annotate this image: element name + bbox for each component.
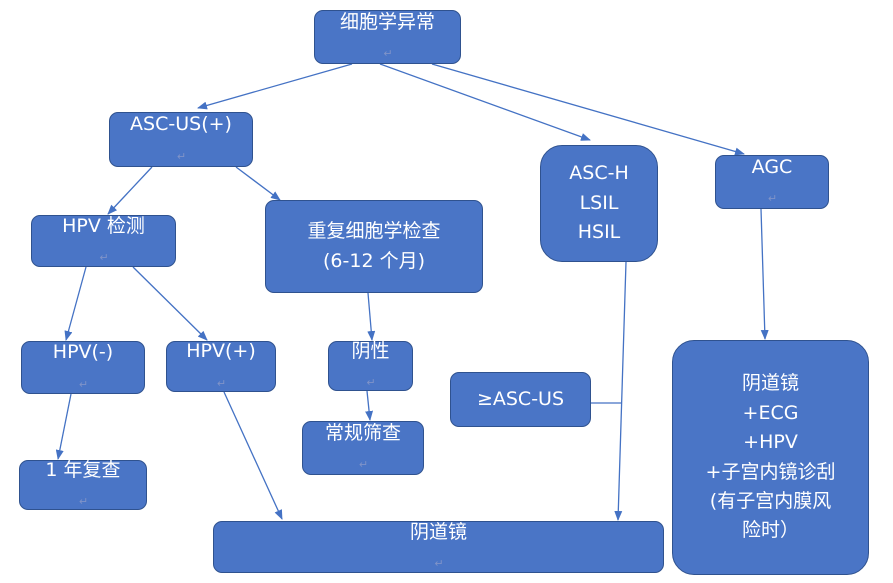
paragraph-mark: ↵ (216, 376, 227, 390)
repeat-line-1: 重复细胞学检查 (307, 220, 441, 243)
paragraph-mark: ↵ (383, 47, 393, 60)
paragraph-mark: ↵ (434, 557, 444, 570)
edge-hpv-neg-to-recheck (55, 393, 72, 460)
edge-repeat-to-negative (367, 292, 376, 341)
edge-root-to-high-grade (379, 63, 591, 141)
edge-agc-to-workup (760, 208, 769, 340)
node-hpv-test: HPV 检测↵ (31, 215, 176, 267)
agc-workup-line-1: 阴道镜 (741, 372, 799, 395)
node-repeat-cytology: 重复细胞学检查 (6-12 个月) (265, 200, 483, 293)
edge-high-grade-to-colposcopy (614, 261, 627, 521)
paragraph-mark: ↵ (176, 149, 187, 163)
high-grade-line-3: HSIL (577, 221, 621, 244)
node-one-year-recheck: 1 年复查↵ (19, 459, 147, 510)
paragraph-mark: ↵ (366, 376, 376, 389)
edge-root-to-asc-us (197, 63, 353, 110)
node-routine-screening: 常规筛查↵ (302, 421, 424, 475)
paragraph-mark: ↵ (78, 377, 89, 391)
edge-asc-us-to-repeat (235, 166, 281, 201)
repeat-line-2: (6-12 个月) (323, 249, 425, 272)
edge-root-to-agc (431, 63, 745, 156)
node-asc-us-positive: ASC-US(+)↵ (109, 112, 253, 167)
node-negative: 阴性↵ (328, 340, 413, 391)
edge-hpv-test-to-pos (132, 266, 208, 341)
node-ge-asc-us: ≥ASC-US (450, 372, 591, 427)
agc-workup-line-4: +子宫内镜诊刮 (705, 460, 836, 483)
node-high-grade-lesions: ASC-H LSIL HSIL (540, 145, 658, 262)
edge-negative-to-routine (365, 390, 374, 421)
edge-hpv-pos-to-colposcopy (223, 391, 283, 520)
paragraph-mark: ↵ (767, 192, 778, 205)
agc-workup-line-6: 险时） (741, 519, 799, 542)
node-hpv-positive: HPV(+)↵ (166, 340, 276, 392)
node-agc: AGC↵ (715, 155, 829, 209)
node-colposcopy: 阴道镜↵ (213, 521, 664, 573)
edge-asc-us-to-hpv-test (107, 166, 153, 215)
node-hpv-negative: HPV(-)↵ (21, 341, 145, 394)
paragraph-mark: ↵ (99, 251, 109, 264)
paragraph-mark: ↵ (358, 458, 369, 471)
agc-workup-line-3: +HPV (743, 431, 798, 454)
node-cytology-abnormal: 细胞学异常↵ (314, 10, 461, 64)
node-agc-workup: 阴道镜 +ECG +HPV +子宫内镜诊刮 (有子宫内膜风 险时） (672, 340, 869, 575)
high-grade-line-2: LSIL (579, 191, 619, 214)
high-grade-line-1: ASC-H (569, 162, 629, 185)
paragraph-mark: ↵ (78, 495, 89, 508)
agc-workup-line-5: (有子宫内膜风 (709, 489, 832, 512)
edge-hpv-test-to-neg (64, 266, 87, 341)
agc-workup-line-2: +ECG (742, 401, 799, 424)
